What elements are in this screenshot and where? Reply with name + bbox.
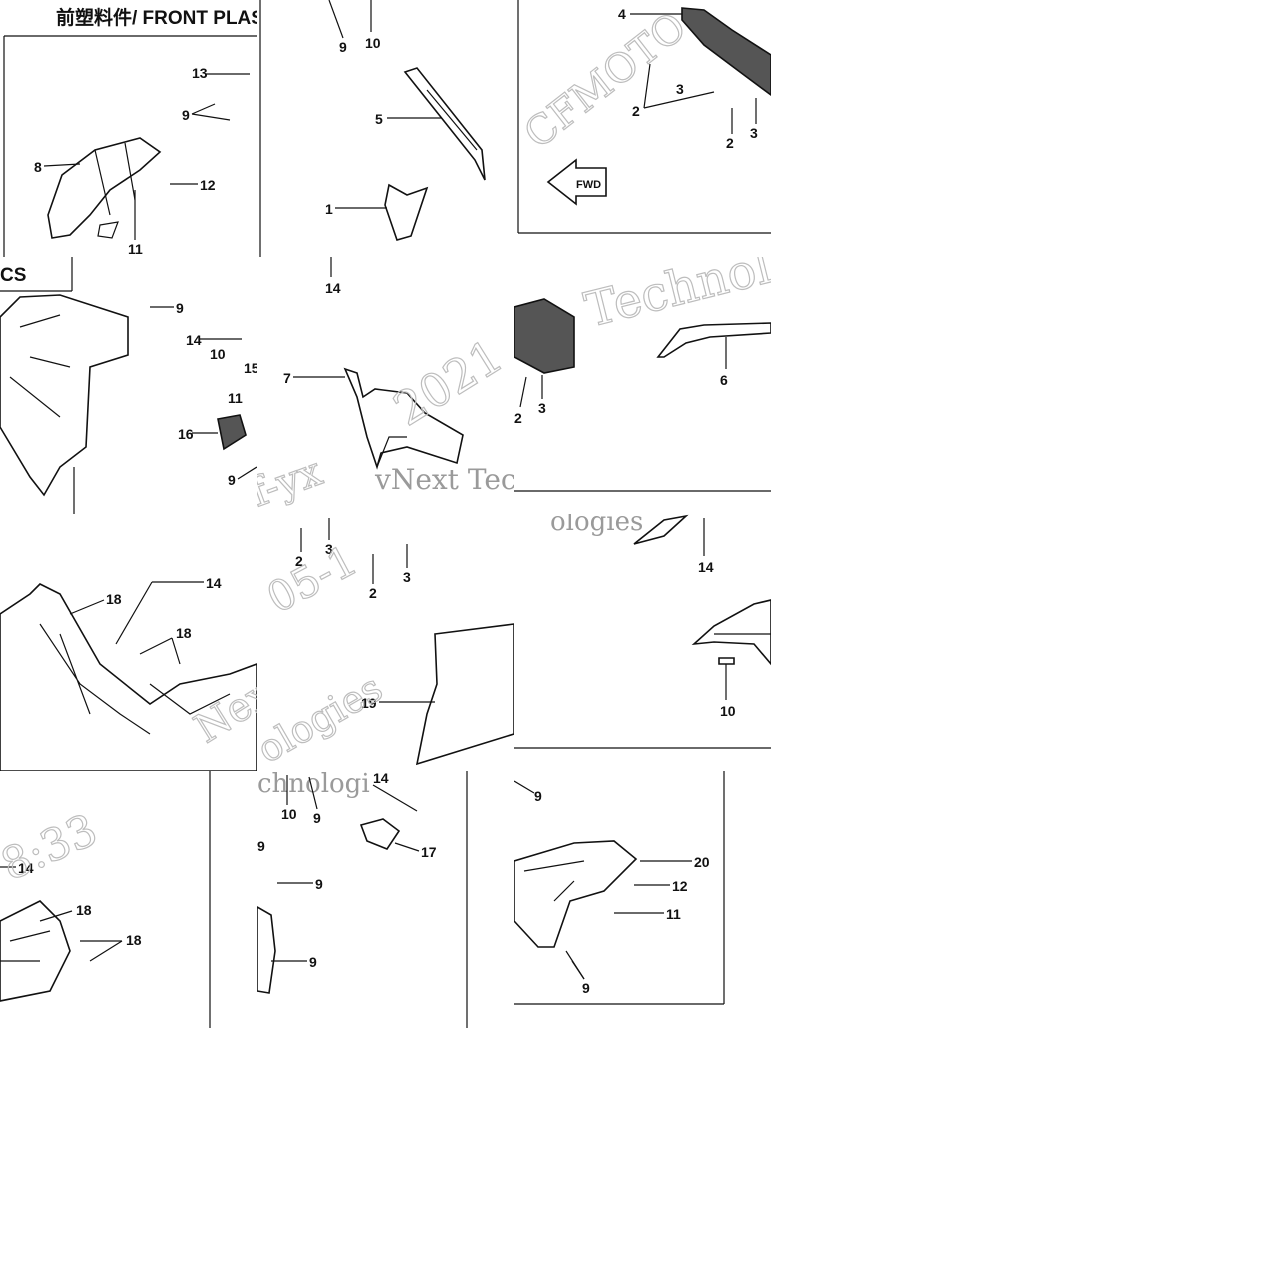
tile-r3-c0: 14 18 18 8:33 xyxy=(0,771,257,1028)
callout-label: 2 xyxy=(726,135,734,151)
callout-label: 2 xyxy=(369,585,377,601)
callout-label: 17 xyxy=(421,844,437,860)
callout-label: 9 xyxy=(315,876,323,892)
callout-label: 15 xyxy=(244,360,257,376)
callout-label: 10 xyxy=(281,806,297,822)
fwd-label: FWD xyxy=(576,179,601,191)
callout-label: 9 xyxy=(257,838,265,854)
callout-label: 3 xyxy=(750,125,758,141)
callout-label: 9 xyxy=(339,39,347,55)
callout-label: 4 xyxy=(618,6,626,22)
callout-label: 18 xyxy=(176,625,192,641)
tile-r1-c1: 14 7 2021 f-yx vNext Tec xyxy=(257,257,514,514)
callout-label: 9 xyxy=(228,472,236,488)
callout-label: 12 xyxy=(672,878,688,894)
callout-label: 9 xyxy=(534,788,542,804)
watermark-text: vNext Tec xyxy=(374,463,514,496)
tile-r1-c0: CS 9 14 10 15 11 16 9 xyxy=(0,257,257,514)
tile-r3-c2: 9 20 12 11 9 xyxy=(514,771,771,1028)
callout-label: 14 xyxy=(206,575,222,591)
callout-label: 12 xyxy=(200,177,216,193)
callout-label: 8 xyxy=(34,159,42,175)
callout-label: 10 xyxy=(720,703,736,719)
callout-label: 3 xyxy=(403,569,411,585)
watermark-text: 05-1 xyxy=(259,535,365,623)
tile-r0-c0: 前塑料件/ FRONT PLASTI 13 9 8 12 11 xyxy=(0,0,257,257)
callout-label: 14 xyxy=(325,280,341,296)
watermark-text: ologies xyxy=(257,665,390,771)
callout-label: 19 xyxy=(361,695,377,711)
callout-label: 13 xyxy=(192,65,208,81)
callout-label: 11 xyxy=(666,906,681,922)
callout-label: 1 xyxy=(325,201,333,217)
callout-label: 9 xyxy=(313,810,321,826)
callout-label: 2 xyxy=(632,103,640,119)
callout-label: 9 xyxy=(309,954,317,970)
callout-label: 18 xyxy=(106,591,122,607)
watermark-text: 2021 xyxy=(384,328,512,436)
callout-label: 2 xyxy=(295,553,303,569)
callout-label: 14 xyxy=(186,332,202,348)
callout-label: 9 xyxy=(182,107,190,123)
callout-label: 6 xyxy=(720,372,728,388)
callout-label: 3 xyxy=(325,541,333,557)
callout-label: 10 xyxy=(210,346,226,362)
callout-label: 5 xyxy=(375,111,383,127)
watermark-text: ologies xyxy=(550,514,643,537)
callout-label: 16 xyxy=(178,426,194,442)
tile-r2-c0: 18 14 18 Next xyxy=(0,514,257,771)
title-fragment: CS xyxy=(0,265,26,286)
callout-label: 11 xyxy=(128,241,143,257)
callout-label: 7 xyxy=(283,370,291,386)
callout-label: 3 xyxy=(676,81,684,97)
callout-label: 3 xyxy=(538,400,546,416)
callout-label: 9 xyxy=(582,980,590,996)
callout-label: 14 xyxy=(373,771,389,786)
watermark-text: CFMOTO xyxy=(516,4,695,158)
callout-label: 14 xyxy=(18,860,34,876)
callout-label: 18 xyxy=(76,902,92,918)
callout-label: 10 xyxy=(365,35,381,51)
tile-r0-c2: 4 3 2 2 3 FWD CFMOTO xyxy=(514,0,771,257)
callout-label: 9 xyxy=(176,300,184,316)
watermark-text: f-yx xyxy=(257,448,329,514)
callout-label: 11 xyxy=(228,390,243,406)
watermark-text: 8:33 xyxy=(0,804,105,891)
callout-label: 14 xyxy=(698,559,714,575)
tile-r2-c1: 2 3 2 3 19 05-1 ologies xyxy=(257,514,514,771)
tile-r2-c2: ologies 14 10 xyxy=(514,514,771,771)
tile-r1-c2: 2 3 6 Technolo xyxy=(514,257,771,514)
tile-r3-c1: chnologi 14 10 9 17 9 9 9 xyxy=(257,771,514,1028)
callout-label: 18 xyxy=(126,932,142,948)
tile-r0-c1: 9 10 5 1 xyxy=(257,0,514,257)
fwd-arrow-icon: FWD xyxy=(546,158,607,206)
diagram-title: 前塑料件/ FRONT PLASTI xyxy=(56,6,257,29)
callout-label: 20 xyxy=(694,854,710,870)
callout-label: 2 xyxy=(514,410,522,426)
